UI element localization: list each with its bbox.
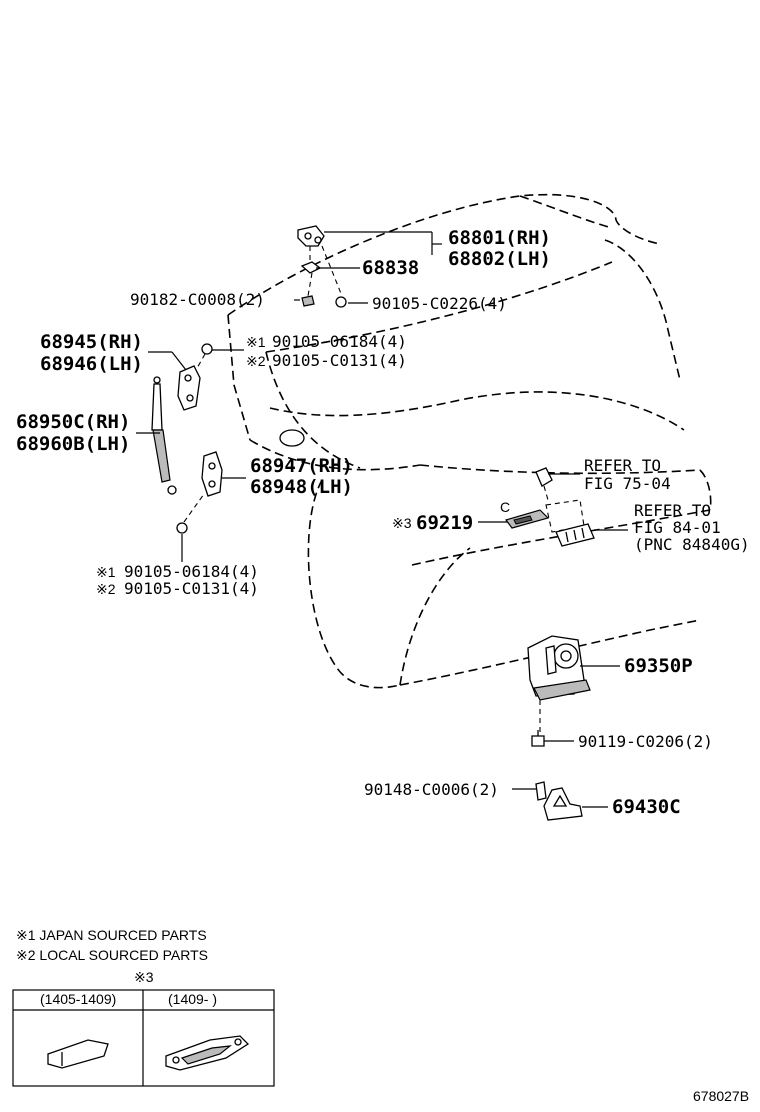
- label-68948: 68948(LH): [250, 476, 353, 498]
- note-local-sourced: ※2 LOCAL SOURCED PARTS: [16, 947, 208, 963]
- handle-variant-new-icon: [165, 1035, 250, 1071]
- label-69219: 69219: [416, 512, 473, 534]
- bracket-icon: [201, 451, 223, 497]
- mark-2-top: ※2: [246, 353, 266, 369]
- label-68960b: 68960B(LH): [16, 433, 130, 455]
- bolt-icon: [531, 730, 545, 747]
- label-68802: 68802(LH): [448, 248, 551, 270]
- bracket-icon: [177, 365, 201, 411]
- figure-id: 678027B: [693, 1088, 749, 1104]
- hinge-icon: [297, 225, 325, 247]
- refer-2-line-c: (PNC 84840G): [634, 535, 750, 554]
- refer-2-line-a: REFER TO: [634, 501, 711, 520]
- label-90105-06184-top: 90105-06184(4): [272, 332, 407, 351]
- label-68945: 68945(RH): [40, 331, 143, 353]
- mark-2-bottom: ※2: [96, 581, 116, 597]
- label-90119: 90119-C0206(2): [578, 732, 713, 751]
- refer-1-line-b: FIG 75-04: [584, 474, 671, 493]
- label-90182: 90182-C0008(2): [130, 290, 265, 309]
- bolt-icon: [535, 781, 547, 801]
- label-90148: 90148-C0006(2): [364, 780, 499, 799]
- lock-actuator-icon: [527, 635, 591, 701]
- variant-table: [12, 989, 275, 1087]
- label-68838: 68838: [362, 257, 419, 279]
- mark-1-top: ※1: [246, 334, 266, 350]
- refer-2-line-b: FIG 84-01: [634, 518, 721, 537]
- striker-icon: [543, 787, 583, 821]
- note-3-title: ※3: [134, 969, 154, 985]
- gas-strut-icon: [151, 376, 177, 495]
- label-90105-c0226: 90105-C0226(4): [372, 294, 507, 313]
- handle-icon: [505, 509, 550, 529]
- note-japan-sourced: ※1 JAPAN SOURCED PARTS: [16, 927, 207, 943]
- switch-icon: [555, 523, 595, 547]
- label-68947: 68947(RH): [250, 455, 353, 477]
- mark-1-bottom: ※1: [96, 564, 116, 580]
- label-90105-c0131-top: 90105-C0131(4): [272, 351, 407, 370]
- mark-3: ※3: [392, 515, 412, 531]
- label-69350p: 69350P: [624, 655, 693, 677]
- clip-icon: [535, 467, 553, 487]
- bolt-icon: [201, 343, 213, 355]
- label-90105-06184-bottom: 90105-06184(4): [124, 562, 259, 581]
- callout-c: C: [500, 499, 510, 515]
- label-68801: 68801(RH): [448, 227, 551, 249]
- refer-1-line-a: REFER TO: [584, 456, 661, 475]
- table-col-1409: (1409- ): [168, 991, 217, 1007]
- label-68950c: 68950C(RH): [16, 411, 130, 433]
- label-68946: 68946(LH): [40, 353, 143, 375]
- table-col-1405-1409: (1405-1409): [40, 991, 116, 1007]
- handle-variant-old-icon: [47, 1039, 109, 1069]
- bolt-icon: [335, 296, 347, 308]
- label-90105-c0131-bottom: 90105-C0131(4): [124, 579, 259, 598]
- nut-icon: [301, 295, 315, 307]
- label-69430c: 69430C: [612, 796, 681, 818]
- bolt-icon: [176, 522, 188, 534]
